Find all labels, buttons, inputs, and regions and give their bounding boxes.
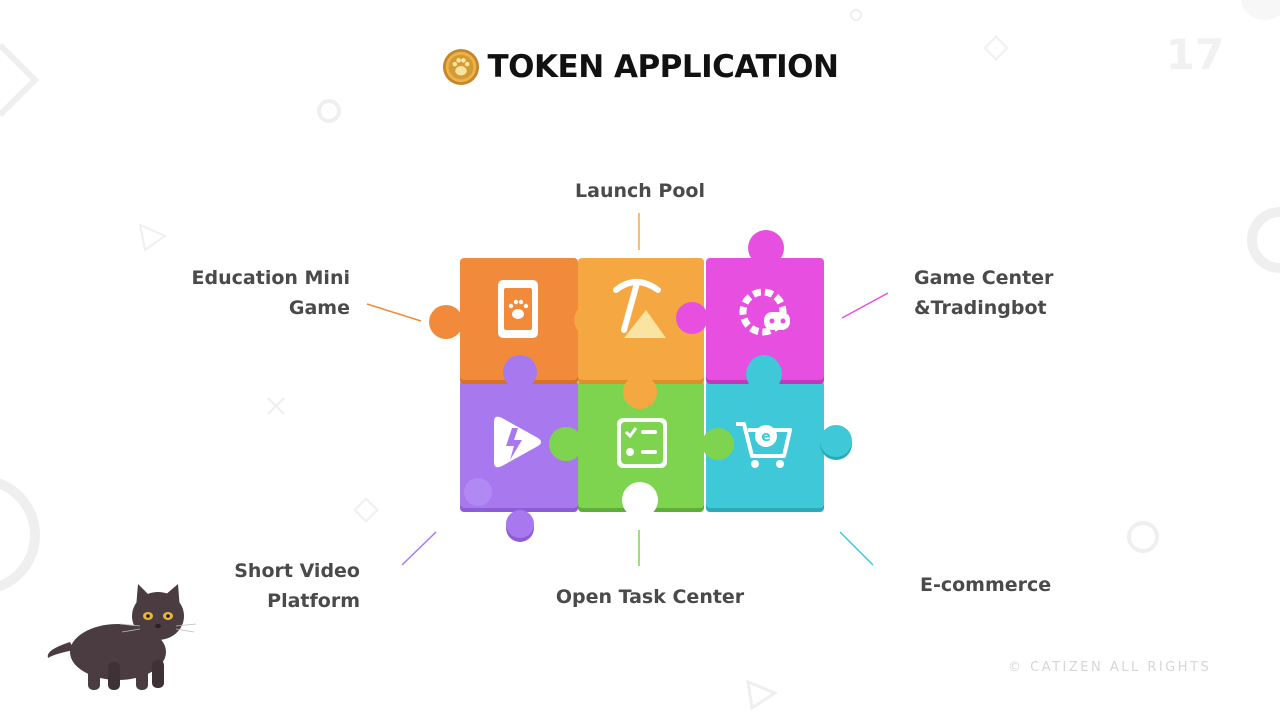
education-connector (366, 303, 422, 322)
paw-coin-icon (442, 48, 479, 86)
triangle-shape (746, 679, 779, 711)
short-video-connector (401, 531, 437, 566)
launch-pool-text: Launch Pool (575, 180, 705, 202)
ring-shape (0, 478, 40, 592)
ecommerce-connector (839, 531, 874, 566)
label-launch-pool: Launch Pool (560, 176, 720, 206)
chevron-shape (0, 42, 40, 118)
svg-text:e: e (761, 429, 771, 445)
page-title: TOKEN APPLICATION (0, 44, 1280, 90)
cross-shape (267, 397, 285, 415)
education-line2: Game (288, 297, 350, 319)
education-line1: Education Mini (191, 267, 350, 289)
ecommerce-text: E-commerce (920, 574, 1052, 596)
cat-mascot-icon (47, 584, 197, 690)
play-lightning-icon (494, 416, 541, 468)
pickaxe-mountain-icon (613, 279, 666, 338)
short-video-line1: Short Video (234, 560, 360, 582)
ring-shape (1127, 521, 1159, 553)
game-center-connector (841, 292, 889, 319)
checklist-icon (617, 418, 667, 468)
open-task-text: Open Task Center (555, 586, 745, 608)
game-center-line2: &Tradingbot (914, 297, 1047, 319)
diamond-shape (983, 35, 1009, 61)
corner-blob-shape (1240, 0, 1280, 20)
copyright-text: © CATIZEN ALL RIGHTS (1008, 660, 1212, 675)
title-text: TOKEN APPLICATION (487, 49, 839, 85)
puzzle-piece-short-video (460, 380, 578, 542)
shopping-cart-icon: e (736, 422, 792, 468)
ring-shape (850, 9, 862, 21)
game-center-line1: Game Center (914, 267, 1054, 289)
label-open-task: Open Task Center (540, 582, 760, 612)
ring-shape (1247, 207, 1280, 273)
label-education: Education Mini Game (180, 263, 350, 323)
label-game-center: Game Center &Tradingbot (914, 263, 1114, 323)
phone-paw-icon (498, 280, 538, 338)
page-number: 17 (1165, 30, 1225, 79)
label-ecommerce: E-commerce (920, 570, 1080, 600)
gamepad-gear-icon (739, 288, 790, 336)
diamond-shape (353, 497, 379, 523)
ring-shape (317, 99, 341, 123)
label-short-video: Short Video Platform (190, 556, 360, 616)
short-video-line2: Platform (267, 590, 360, 612)
triangle-shape (138, 223, 168, 252)
